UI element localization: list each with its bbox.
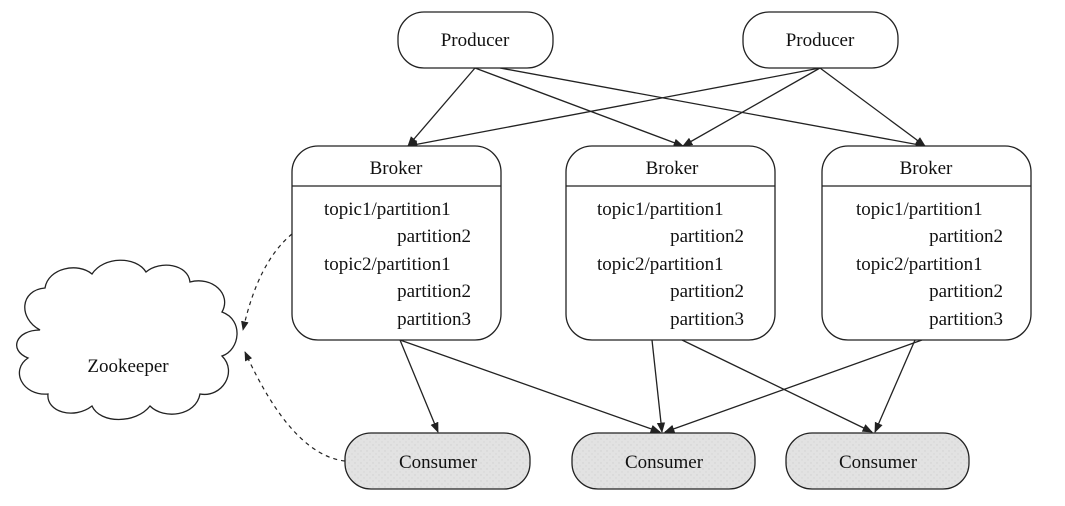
broker-partition-line: topic2/partition1 — [856, 254, 983, 275]
producer-broker-edges — [406, 67, 927, 149]
producer-label: Producer — [441, 30, 510, 51]
zookeeper-label: Zookeeper — [87, 356, 169, 377]
producer-label: Producer — [786, 30, 855, 51]
edge-broker1-consumer1 — [399, 339, 439, 433]
broker-partition-line: partition2 — [397, 226, 471, 247]
edge-broker2-consumer2 — [651, 339, 666, 434]
edge-producer2-broker2 — [682, 67, 821, 147]
edge-producer1-broker1 — [407, 67, 476, 147]
edge-producer1-broker2 — [474, 67, 684, 147]
broker-title: Broker — [646, 158, 699, 179]
broker-partition-line: topic1/partition1 — [324, 199, 451, 220]
broker-title: Broker — [900, 158, 953, 179]
edge-broker1-consumer2 — [399, 339, 661, 433]
broker-partition-line: topic1/partition1 — [856, 199, 983, 220]
consumer-node: Consumer — [785, 432, 970, 490]
broker-consumer-edges — [399, 339, 923, 434]
edge-broker3-consumer2 — [664, 339, 923, 433]
producer-node: Producer — [397, 11, 554, 69]
broker-partition-line: topic2/partition1 — [324, 254, 451, 275]
consumer-node: Consumer — [571, 432, 756, 490]
broker-partition-line: partition3 — [670, 309, 744, 330]
consumer-label: Consumer — [839, 452, 918, 473]
broker-node: Broker topic1/partition1 partition2 topi… — [821, 145, 1032, 341]
edge-consumer1-zookeeper — [244, 351, 346, 462]
consumer-label: Consumer — [625, 452, 704, 473]
edge-broker3-consumer3 — [874, 339, 916, 433]
edge-producer1-broker3 — [499, 67, 927, 149]
broker-partition-line: topic1/partition1 — [597, 199, 724, 220]
edge-broker2-consumer3 — [681, 339, 873, 433]
consumer-node: Consumer — [344, 432, 531, 490]
edge-producer2-broker3 — [819, 67, 926, 147]
broker-partition-line: partition2 — [397, 281, 471, 302]
broker-partition-line: partition3 — [397, 309, 471, 330]
broker-partition-line: partition2 — [929, 226, 1003, 247]
broker-title: Broker — [370, 158, 423, 179]
broker-partition-line: partition2 — [929, 281, 1003, 302]
broker-partition-line: partition2 — [670, 281, 744, 302]
cloud-icon — [16, 259, 238, 420]
producer-node: Producer — [742, 11, 899, 69]
zookeeper-cloud: Zookeeper — [16, 259, 238, 420]
edge-broker1-zookeeper — [241, 233, 293, 331]
broker-partition-line: partition3 — [929, 309, 1003, 330]
edge-producer2-broker1 — [406, 67, 821, 149]
broker-node: Broker topic1/partition1 partition2 topi… — [291, 145, 502, 341]
broker-node: Broker topic1/partition1 partition2 topi… — [565, 145, 776, 341]
broker-partition-line: partition2 — [670, 226, 744, 247]
consumer-label: Consumer — [399, 452, 478, 473]
zookeeper-edges — [241, 233, 346, 462]
broker-partition-line: topic2/partition1 — [597, 254, 724, 275]
